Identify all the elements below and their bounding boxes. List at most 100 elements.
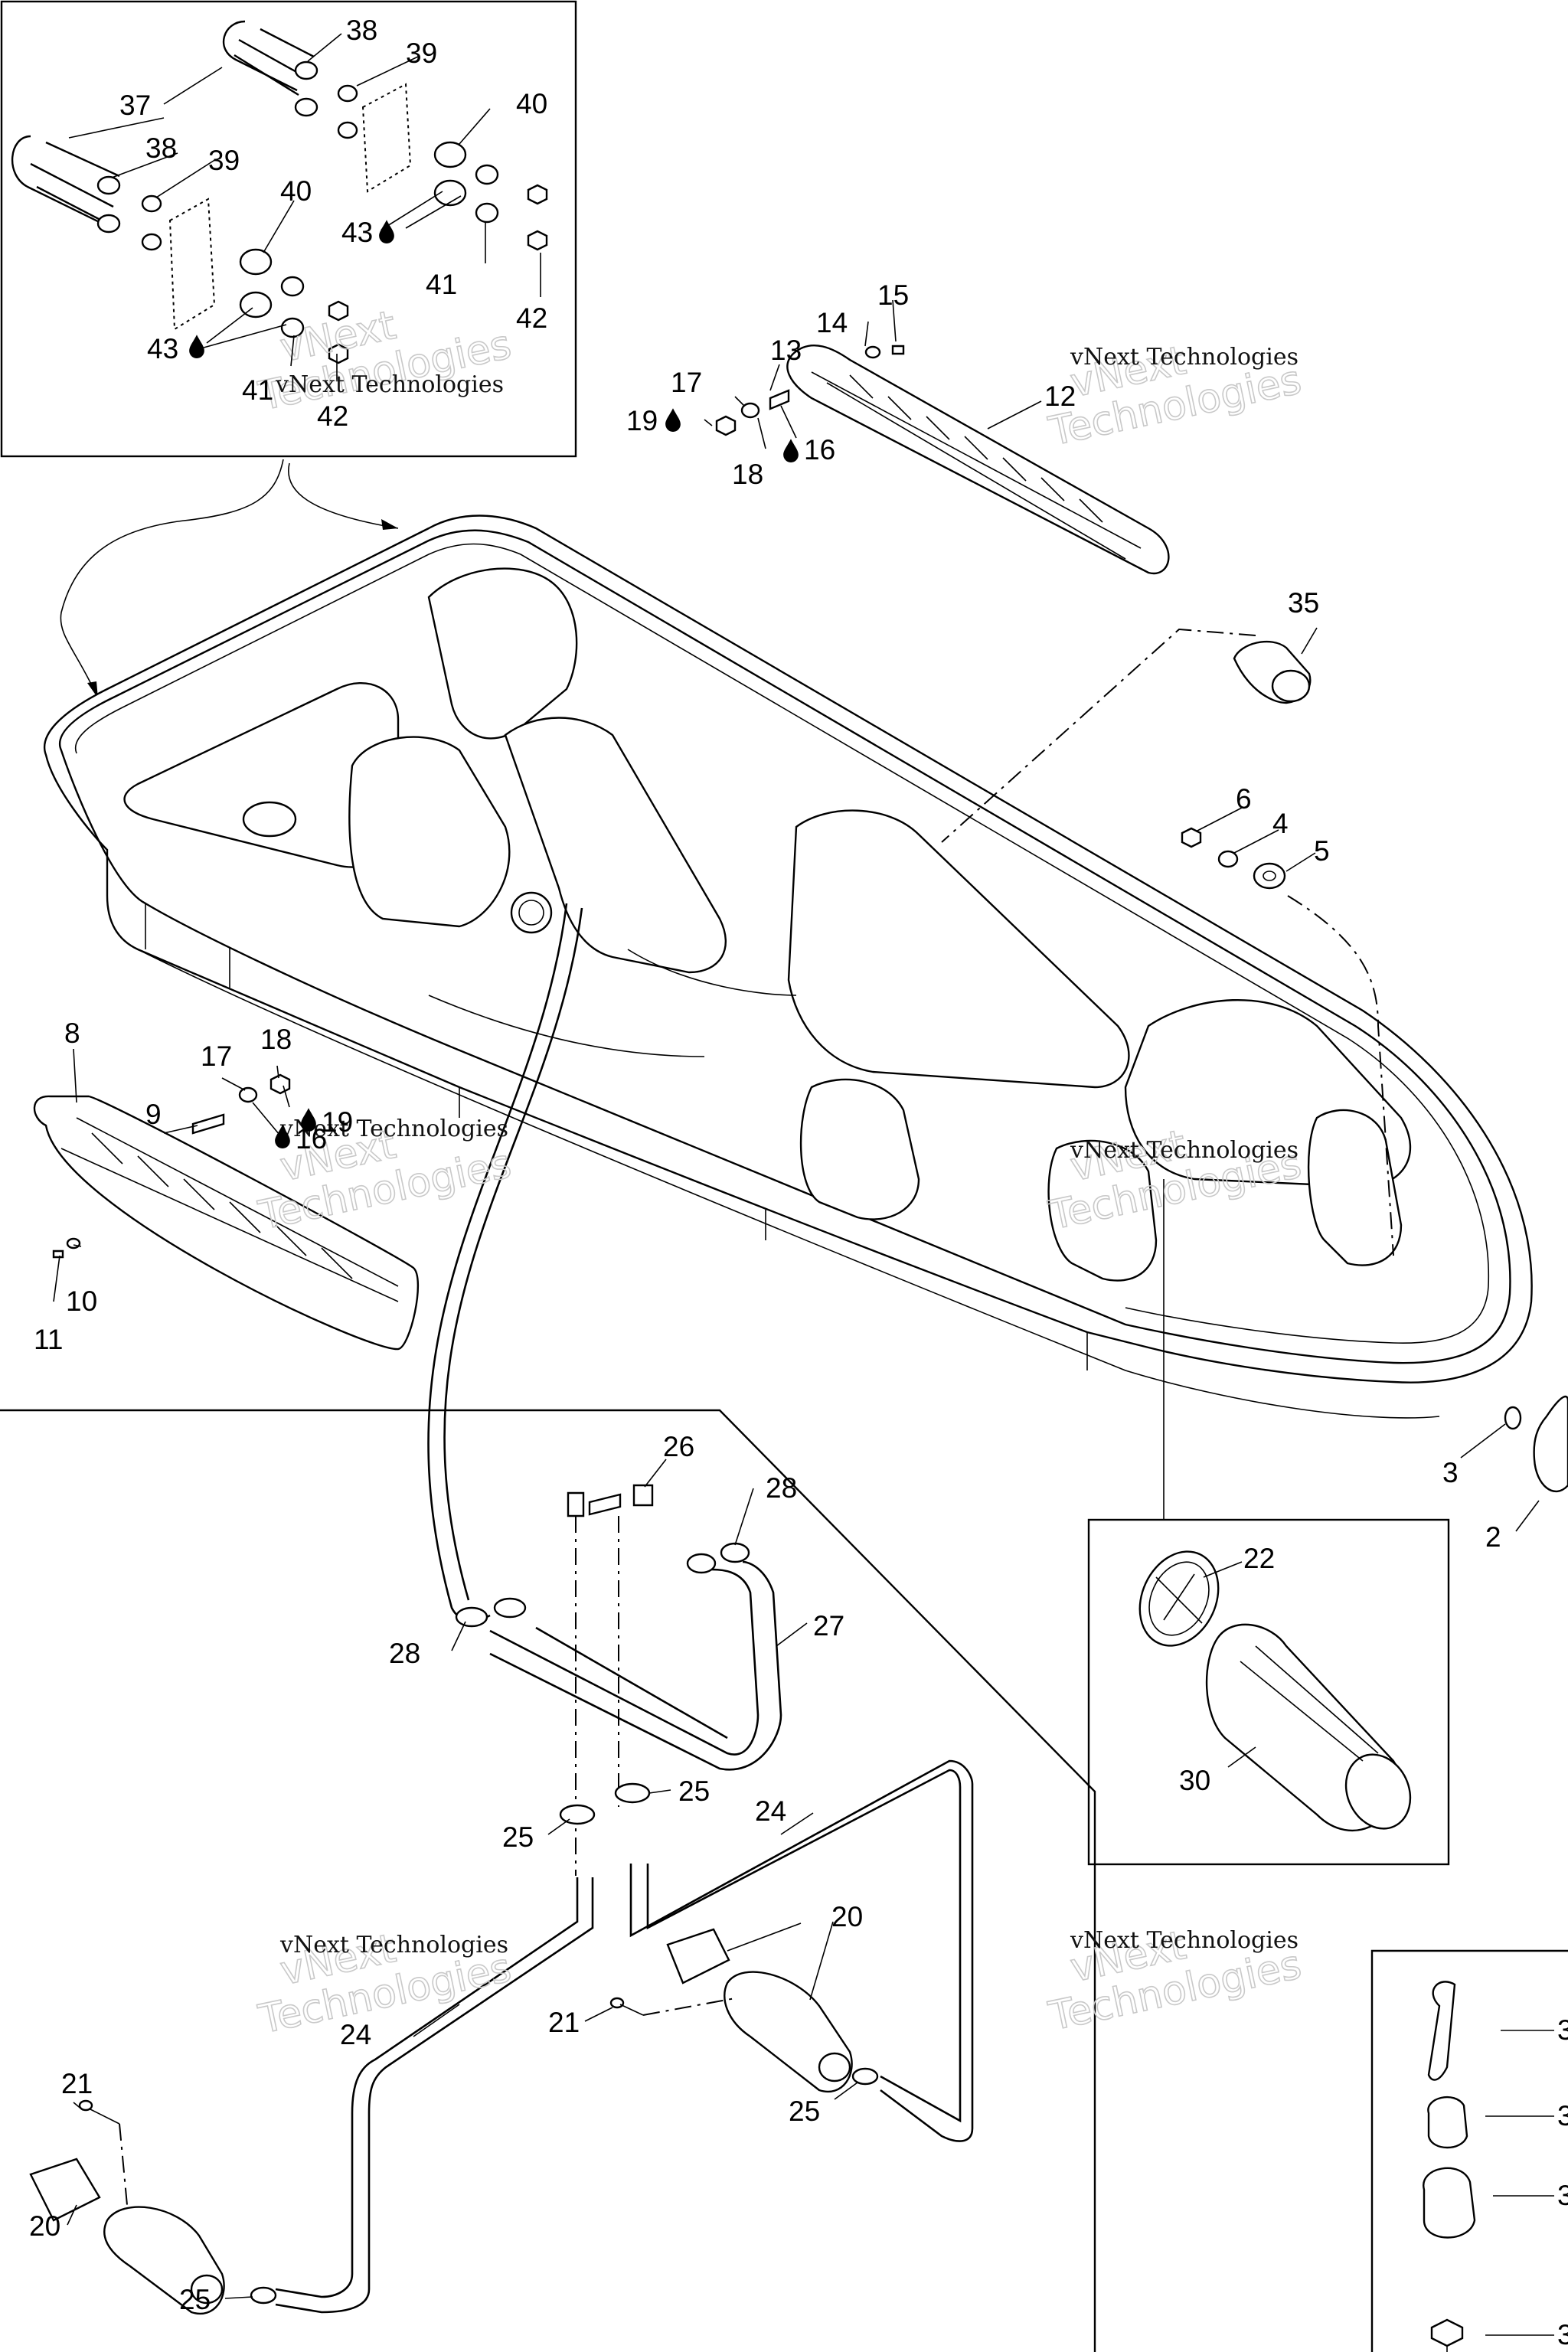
- vent-duct-30: [1205, 1623, 1412, 1832]
- callout-28: 28: [766, 1472, 797, 1504]
- inset-frame-vent: [1087, 1518, 1450, 1866]
- callout-15: 15: [877, 279, 909, 311]
- callout-11: 11: [34, 1324, 63, 1355]
- hose-clip-large-icon: [1423, 2167, 1476, 2239]
- hose-24-long: [629, 1759, 974, 2142]
- callout-3: 3: [1442, 1457, 1459, 1488]
- callout-25: 25: [678, 1775, 710, 1807]
- washer-39-set: [141, 84, 358, 251]
- drain-plug-20-left: [29, 2158, 225, 2315]
- screw-21-right: [609, 1997, 644, 2016]
- drain-hose-left-outer: [443, 907, 583, 1601]
- bow-eye-parts: [1504, 1395, 1568, 1493]
- callout-26: 26: [663, 1431, 694, 1462]
- watermark-caption: vNext Technologies: [279, 1932, 508, 1958]
- callout-27: 27: [813, 1610, 844, 1642]
- screw-21-left: [78, 2099, 120, 2125]
- screw-icon: [1430, 2318, 1464, 2352]
- adhesive-drop-icon: [665, 408, 681, 432]
- watermark: vNext Technologies: [1044, 1922, 1306, 2040]
- inset-connector-arrow: [60, 459, 284, 699]
- callout-30: 30: [1179, 1765, 1210, 1796]
- nut-washer-stack-6-4-5: [1181, 827, 1286, 890]
- inset-frame-fasteners: [1370, 1949, 1568, 2352]
- watermark-caption: vNext Technologies: [279, 1116, 508, 1142]
- clamp-28-set: [455, 1542, 750, 1628]
- callout-3-fastener: 3: [1557, 2014, 1568, 2046]
- callout-25: 25: [502, 1821, 534, 1853]
- hardware-12: [715, 345, 905, 436]
- callout-17: 17: [671, 367, 702, 398]
- callout-4: 4: [1272, 808, 1289, 839]
- callout-16: 16: [296, 1123, 327, 1155]
- callout-38: 38: [346, 15, 377, 46]
- alignment-line: [941, 628, 1256, 843]
- callout-3-fastener: 3: [1557, 2319, 1568, 2350]
- callout-6: 6: [1236, 783, 1252, 815]
- callout-25: 25: [179, 2284, 211, 2315]
- callout-20: 20: [831, 1901, 863, 1932]
- adhesive-drop-icon: [783, 439, 799, 462]
- callout-21: 21: [61, 2068, 93, 2099]
- hose-27-mid: [535, 1626, 728, 1740]
- backing-plate-lower: [168, 198, 216, 331]
- callout-25: 25: [789, 2096, 820, 2127]
- callout-19: 19: [322, 1106, 353, 1138]
- callout-17: 17: [201, 1040, 232, 1072]
- callout-5: 5: [1314, 835, 1330, 867]
- hose-24-left-inner: [275, 1877, 594, 2314]
- callout-2: 2: [1485, 1521, 1501, 1553]
- inset-connector-arrow: [288, 462, 399, 529]
- callout-43: 43: [341, 217, 373, 248]
- callout-39: 39: [406, 38, 437, 69]
- callout-42: 42: [516, 302, 547, 334]
- hose-24-left: [275, 1877, 579, 2298]
- fitting-35: [1233, 640, 1312, 704]
- watermark-caption: vNext Technologies: [275, 371, 504, 398]
- callout-21: 21: [548, 2007, 580, 2038]
- handle-rail-8: [33, 1095, 420, 1351]
- callout-38: 38: [145, 132, 177, 164]
- callout-22: 22: [1243, 1543, 1275, 1574]
- clamp-25-right: [851, 2067, 879, 2086]
- hardware-8: [52, 1073, 291, 1259]
- watermark-caption: vNext Technologies: [1070, 1927, 1298, 1954]
- washer-38-lower: [96, 175, 121, 234]
- callout-42: 42: [317, 400, 348, 432]
- leader-lines: [53, 33, 1540, 2299]
- hose-clip-small-icon: [1427, 2096, 1468, 2149]
- watermark-caption: vNext Technologies: [1070, 1137, 1298, 1164]
- callout-13: 13: [770, 335, 802, 366]
- fastener-leaders: [1485, 2030, 1554, 2336]
- vent-cap-22: [1138, 1550, 1220, 1647]
- callout-20: 20: [29, 2210, 60, 2242]
- callout-40: 40: [516, 88, 547, 119]
- grab-handle-upper: [222, 20, 315, 96]
- callout-19: 19: [626, 405, 658, 436]
- callout-16: 16: [804, 434, 835, 466]
- drain-plug-20-right: [666, 1928, 853, 2093]
- callout-43: 43: [147, 333, 178, 364]
- clamp-25-pair: [559, 1782, 651, 1825]
- callout-24: 24: [755, 1795, 786, 1827]
- alignment-line: [1287, 895, 1394, 1256]
- callout-12: 12: [1044, 381, 1076, 412]
- callout-14: 14: [816, 307, 848, 338]
- washer-40-set: [239, 141, 467, 318]
- watermark: vNext Technologies: [254, 1121, 516, 1240]
- clamp-25-left: [250, 2286, 277, 2305]
- callout-28: 28: [389, 1638, 420, 1669]
- cable-tie-icon: [1427, 1981, 1456, 2081]
- callout-39: 39: [208, 145, 240, 176]
- callout-41: 41: [426, 269, 457, 300]
- callout-18: 18: [260, 1024, 292, 1055]
- hose-27-inner: [489, 1560, 782, 1771]
- callout-37: 37: [119, 90, 151, 121]
- watermark: vNext Technologies: [1044, 337, 1306, 456]
- washer-38-upper: [294, 60, 318, 117]
- plug-alignment: [119, 1998, 736, 2206]
- nut-42-set: [328, 184, 548, 364]
- hull-seat-and-console: [123, 567, 1412, 1282]
- watermark-caption: vNext Technologies: [1070, 344, 1298, 371]
